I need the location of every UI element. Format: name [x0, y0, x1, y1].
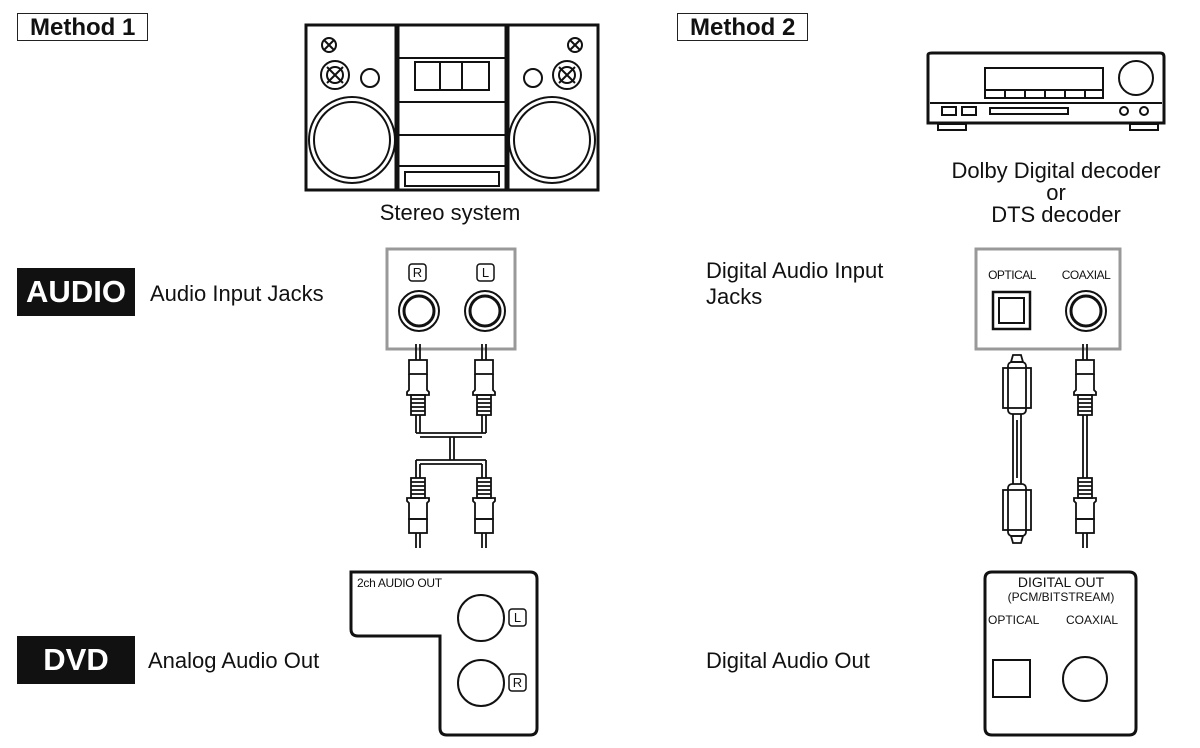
decoder-caption-line2: or: [1046, 180, 1066, 205]
digital-in-optical-label: OPTICAL: [988, 268, 1036, 282]
method-2-label: Method 2: [690, 14, 796, 41]
analog-out-title: 2ch AUDIO OUT: [357, 576, 442, 590]
digital-audio-input-jacks-panel: [974, 247, 1122, 351]
digital-audio-input-label-line1: Digital Audio Input: [706, 258, 884, 283]
audio-jack-l-letter: L: [481, 265, 490, 280]
optical-cable: [1002, 354, 1032, 544]
digital-out-optical-label: OPTICAL: [988, 613, 1040, 627]
analog-out-r-letter: R: [512, 675, 523, 690]
audio-tag: AUDIO: [17, 268, 135, 316]
dvd-tag: DVD: [17, 636, 135, 684]
dvd-tag-text: DVD: [43, 642, 109, 677]
audio-tag-text: AUDIO: [26, 274, 126, 309]
decoder-caption-line1: Dolby Digital decoder: [951, 158, 1161, 183]
coaxial-cable: [1073, 344, 1097, 548]
digital-audio-input-label: Digital Audio Input Jacks: [706, 258, 883, 310]
digital-in-coaxial-label: COAXIAL: [1061, 268, 1111, 282]
digital-out-title-line2: (PCM/BITSTREAM): [1007, 590, 1115, 604]
analog-out-l-letter: L: [513, 610, 522, 625]
stereo-system-illustration: [304, 23, 600, 192]
audio-jack-r-letter: R: [412, 265, 423, 280]
stereo-system-caption: Stereo system: [379, 200, 521, 225]
method-1-header: Method 1: [17, 13, 149, 41]
audio-input-jacks-label: Audio Input Jacks: [150, 281, 324, 306]
decoder-receiver-illustration: [926, 51, 1166, 131]
decoder-caption-line3: DTS decoder: [991, 202, 1121, 227]
digital-audio-out-panel: [983, 570, 1138, 737]
analog-rca-cable: [406, 344, 496, 548]
method-1-label: Method 1: [30, 14, 136, 41]
audio-input-jacks-panel: [385, 247, 517, 351]
decoder-caption: Dolby Digital decoder or DTS decoder: [925, 160, 1187, 226]
method-2-header: Method 2: [677, 13, 809, 41]
analog-audio-out-panel: [349, 570, 539, 737]
analog-audio-out-label: Analog Audio Out: [148, 648, 320, 673]
digital-out-title-line1: DIGITAL OUT: [1017, 574, 1105, 590]
digital-audio-out-label: Digital Audio Out: [706, 648, 870, 673]
digital-out-coaxial-label: COAXIAL: [1066, 613, 1119, 627]
digital-audio-input-label-line2: Jacks: [706, 284, 763, 309]
